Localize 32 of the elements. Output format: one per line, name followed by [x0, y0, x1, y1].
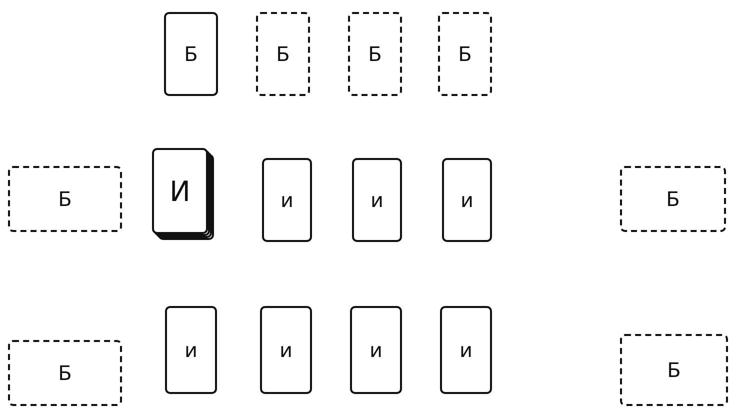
- card-letter: и: [280, 188, 294, 212]
- empty-card-slot: [438, 12, 492, 96]
- playing-card: [442, 158, 492, 242]
- card-letter: и: [460, 188, 474, 212]
- empty-card-slot: [620, 166, 726, 232]
- playing-card: [352, 158, 402, 242]
- playing-card: [440, 306, 492, 394]
- card-letter: Б: [666, 187, 680, 211]
- playing-card: [165, 306, 217, 394]
- card-letter: Б: [58, 361, 72, 385]
- card-letter: и: [370, 188, 384, 212]
- playing-card: [152, 148, 208, 234]
- card-letter: Б: [184, 42, 198, 66]
- empty-card-slot: [8, 340, 122, 406]
- empty-card-slot: [620, 334, 728, 406]
- card-letter: и: [280, 338, 292, 362]
- card-letter: Б: [667, 358, 681, 382]
- playing-card: [260, 306, 312, 394]
- card-letter: Б: [58, 187, 72, 211]
- card-letter: и: [460, 338, 472, 362]
- card-letter: Б: [458, 42, 472, 66]
- card-letter: И: [170, 174, 190, 208]
- empty-card-slot: [348, 12, 402, 96]
- card-letter: Б: [368, 42, 382, 66]
- card-letter: и: [370, 338, 382, 362]
- empty-card-slot: [256, 12, 310, 96]
- card-letter: Б: [276, 42, 290, 66]
- playing-card: [262, 158, 312, 242]
- playing-card: [350, 306, 402, 394]
- empty-card-slot: [8, 166, 122, 232]
- playing-card: [164, 12, 218, 96]
- card-letter: и: [184, 338, 198, 362]
